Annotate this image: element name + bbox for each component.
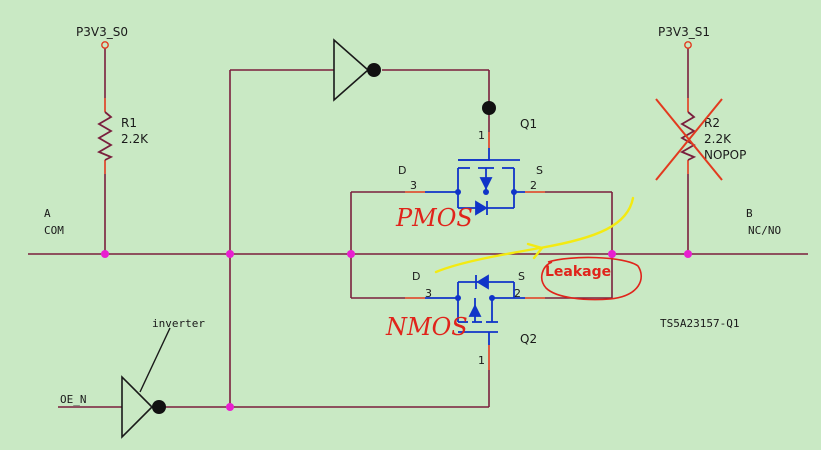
q1-source-leg [513, 168, 525, 193]
power-symbol-right: P3V3_S1 [658, 25, 710, 49]
r1-value: 2.2K [121, 132, 149, 146]
junction-ctrl-bus [226, 250, 234, 258]
q1-gate-node [482, 101, 496, 115]
q1-drain-letter: D [398, 164, 406, 177]
inverter-top-bubble [367, 63, 381, 77]
junction-ctrl-bottom [226, 403, 234, 411]
r2-value: 2.2K [704, 132, 732, 146]
q2-body-diode [476, 274, 489, 290]
junction-r1 [101, 250, 109, 258]
leakage-circle [540, 256, 643, 301]
q2-body-arrow [468, 303, 482, 317]
q1-drain-leg [425, 168, 459, 193]
q2-drain-letter: D [412, 270, 420, 283]
q1-gate-pin: 1 [478, 129, 485, 142]
q2-ref: Q2 [520, 332, 537, 346]
r2-cross-line-2 [655, 98, 723, 181]
part-number: TS5A23157-Q1 [660, 317, 739, 330]
q2-source-letter: S [518, 270, 525, 283]
port-b-name: NC/NO [748, 224, 781, 237]
q1-source-dot [511, 189, 517, 195]
q1-body-arrow [479, 177, 493, 191]
q1-source-pin: 2 [530, 179, 537, 192]
inverter-bottom-bubble [152, 400, 166, 414]
q2-source-dot [489, 295, 495, 301]
q1-ref: Q1 [520, 117, 537, 131]
q2-source-pin: 2 [514, 287, 521, 300]
inverter-bottom: inverter [121, 317, 205, 439]
q2-source-leg [491, 297, 525, 322]
wires [28, 48, 808, 408]
resistor-r1: R1 2.2K [96, 111, 149, 161]
junction-loop-left [347, 250, 355, 258]
pin-stubs [104, 98, 689, 370]
inverter-label: inverter [152, 317, 205, 330]
q1-drain-pin: 3 [410, 179, 417, 192]
r2-ref: R2 [704, 116, 720, 130]
q2-gate-pin: 1 [478, 354, 485, 367]
q1-gate-line [458, 148, 490, 161]
q1-drain-dot [455, 189, 461, 195]
q2-drain-pin: 3 [425, 287, 432, 300]
q2-drain-dot [455, 295, 461, 301]
junction-loop-right [608, 250, 616, 258]
power-symbol-left: P3V3_S0 [76, 25, 128, 49]
q1-body-diode [475, 200, 488, 216]
inverter-pointer-line [139, 327, 171, 393]
inverter-top [333, 38, 381, 102]
mosfet-q1 [425, 148, 525, 216]
pmos-annotation: PMOS [395, 204, 473, 232]
junctions [101, 250, 692, 411]
power-label-right: P3V3_S1 [658, 25, 710, 39]
port-a-name: COM [44, 224, 64, 237]
r2-note: NOPOP [704, 148, 746, 162]
q1-source-letter: S [536, 164, 543, 177]
q1-body-dot [483, 189, 489, 195]
power-label-left: P3V3_S0 [76, 25, 128, 39]
port-a-letter: A [44, 207, 51, 220]
r1-ref: R1 [121, 116, 137, 130]
oe-label: OE_N [60, 393, 87, 406]
nmos-annotation: NMOS [385, 313, 468, 341]
port-b-letter: B [746, 207, 753, 220]
resistor-r2: R2 2.2K NOPOP [655, 98, 746, 181]
leakage-label: Leakage [545, 264, 611, 280]
junction-r2 [684, 250, 692, 258]
leakage-highlight-arrowhead [526, 242, 545, 260]
